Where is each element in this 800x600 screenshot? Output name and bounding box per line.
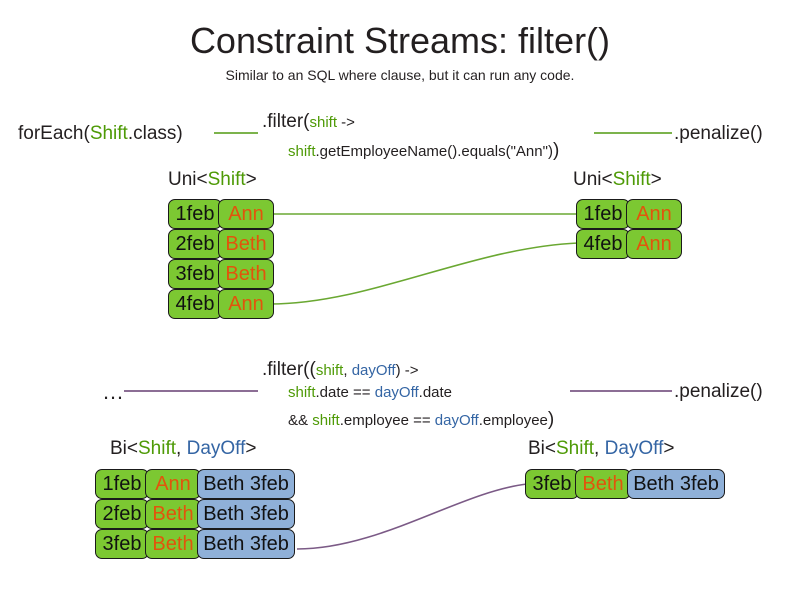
bi-left-stream-type: Bi<Shift, DayOff> (110, 437, 256, 460)
tuple-dayoff: Beth 3feb (197, 469, 295, 499)
table-row[interactable]: 3feb Beth (168, 259, 274, 289)
uni-filter-body-close: ) (552, 140, 560, 161)
tuple-employee: Ann (626, 199, 682, 229)
uni-right-stream-type: Uni<Shift> (573, 168, 662, 191)
bi-filter-l2-mid: .date == (315, 384, 375, 401)
table-row[interactable]: 2feb Beth (168, 229, 274, 259)
bi-left-type-generic2: DayOff (186, 438, 246, 459)
uni-left-type-generic: Shift (207, 169, 246, 190)
tuple-date: 3feb (525, 469, 579, 499)
foreach-type: Shift (89, 123, 128, 144)
bi-filter-l3-mid: .employee == (339, 412, 435, 429)
uni-left-stream-type: Uni<Shift> (168, 168, 257, 191)
bi-filter-l3-var1: shift (312, 412, 340, 429)
tuple-dayoff: Beth 3feb (197, 499, 295, 529)
uni-filter-open: .filter( (262, 111, 310, 132)
bi-filter-param1: shift (315, 362, 344, 379)
tuple-employee: Beth (145, 529, 201, 559)
tuple-date: 4feb (576, 229, 630, 259)
tuple-employee: Beth (145, 499, 201, 529)
table-row[interactable]: 2feb Beth Beth 3feb (95, 499, 295, 529)
tuple-employee: Ann (145, 469, 201, 499)
bi-filter-arrow: ) -> (395, 362, 419, 379)
uni-right-type-prefix: Uni< (573, 169, 613, 190)
tuple-employee: Beth (218, 259, 274, 289)
bi-right-type-prefix: Bi< (528, 438, 556, 459)
bi-left-type-comma: , (176, 438, 187, 459)
tuple-date: 3feb (95, 529, 149, 559)
uni-filter-param: shift (309, 114, 338, 131)
tuple-date: 1feb (168, 199, 222, 229)
bi-filter-l3-amp: && (288, 412, 313, 429)
uni-right-type-suffix: > (650, 169, 662, 190)
bi-filter-comma: , (343, 362, 352, 379)
tuple-date: 2feb (95, 499, 149, 529)
wire-bi-row3 (296, 483, 528, 550)
uni-filter-line2: shift.getEmployeeName().equals("Ann")) (288, 139, 559, 162)
uni-left-type-prefix: Uni< (168, 169, 208, 190)
tuple-employee: Ann (218, 199, 274, 229)
bi-filter-l2-end: .date (418, 384, 453, 401)
bi-left-type-suffix: > (245, 438, 257, 459)
bi-right-type-suffix: > (663, 438, 675, 459)
bi-source-ellipsis: … (102, 379, 125, 404)
tuple-employee: Ann (218, 289, 274, 319)
bi-filter-line3: && shift.employee == dayOff.employee) (288, 408, 554, 431)
foreach-label: forEach(Shift.class) (18, 122, 183, 145)
table-row[interactable]: 1feb Ann Beth 3feb (95, 469, 295, 499)
wire-uni-row4 (269, 242, 579, 305)
bi-left-type-generic1: Shift (138, 438, 177, 459)
bi-filter-l2-var1: shift (288, 384, 316, 401)
bi-penalize-label: .penalize() (674, 381, 763, 402)
bi-right-type-comma: , (594, 438, 605, 459)
uni-filter-body-rest: .getEmployeeName().equals("Ann") (315, 143, 553, 160)
bi-filter-l2-var2: dayOff (374, 384, 419, 401)
uni-left-type-suffix: > (245, 169, 257, 190)
bi-right-type-generic1: Shift (556, 438, 595, 459)
uni-penalize-label: .penalize() (674, 123, 763, 144)
tuple-date: 4feb (168, 289, 222, 319)
bi-filter-l3-close: ) (547, 409, 555, 430)
tuple-employee: Beth (218, 229, 274, 259)
tuple-dayoff: Beth 3feb (197, 529, 295, 559)
table-row[interactable]: 1feb Ann (576, 199, 682, 229)
tuple-employee: Ann (626, 229, 682, 259)
bi-right-type-generic2: DayOff (604, 438, 664, 459)
tuple-employee: Beth (575, 469, 631, 499)
bi-left-type-prefix: Bi< (110, 438, 138, 459)
tuple-date: 1feb (95, 469, 149, 499)
table-row[interactable]: 3feb Beth Beth 3feb (525, 469, 725, 499)
tuple-date: 2feb (168, 229, 222, 259)
uni-filter-body-var: shift (288, 143, 316, 160)
bi-filter-param2: dayOff (351, 362, 396, 379)
bi-filter-l3-end: .employee (478, 412, 548, 429)
uni-filter-arrow: -> (337, 114, 355, 131)
bi-filter-line2: shift.date == dayOff.date (288, 383, 452, 403)
tuple-date: 1feb (576, 199, 630, 229)
foreach-suffix: .class) (127, 123, 183, 144)
tuple-dayoff: Beth 3feb (627, 469, 725, 499)
table-row[interactable]: 3feb Beth Beth 3feb (95, 529, 295, 559)
page-subtitle: Similar to an SQL where clause, but it c… (225, 67, 575, 83)
table-row[interactable]: 1feb Ann (168, 199, 274, 229)
bi-filter-l3-var2: dayOff (434, 412, 479, 429)
page-title: Constraint Streams: filter() (189, 20, 611, 61)
bi-filter-open: .filter(( (262, 359, 316, 380)
table-row[interactable]: 4feb Ann (168, 289, 274, 319)
bi-right-stream-type: Bi<Shift, DayOff> (528, 437, 674, 460)
uni-right-type-generic: Shift (612, 169, 651, 190)
foreach-prefix: forEach( (18, 123, 90, 144)
table-row[interactable]: 4feb Ann (576, 229, 682, 259)
tuple-date: 3feb (168, 259, 222, 289)
uni-filter-line1: .filter(shift -> (262, 110, 355, 133)
bi-filter-line1: .filter((shift, dayOff) -> (262, 358, 419, 381)
